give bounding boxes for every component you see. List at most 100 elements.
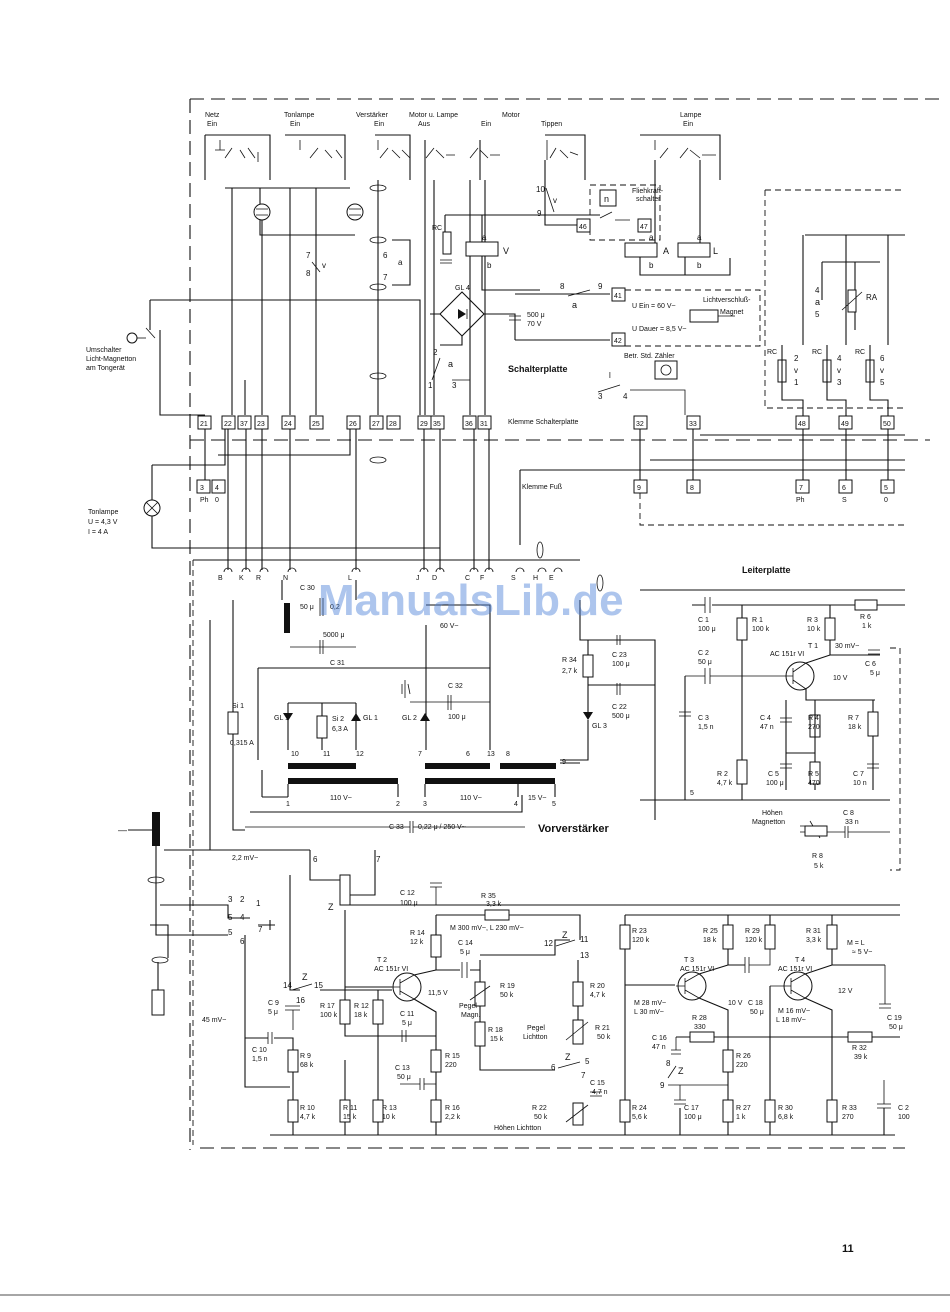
svg-text:8: 8 <box>506 751 510 758</box>
resistor-r5 <box>809 761 821 785</box>
motor-state: Ein <box>481 121 491 128</box>
svg-text:30 mV~: 30 mV~ <box>835 643 859 650</box>
svg-text:110 V~: 110 V~ <box>460 795 482 802</box>
svg-text:0: 0 <box>884 497 888 504</box>
resistor-r26 <box>722 1049 734 1073</box>
terminal-24: 24 <box>281 415 296 430</box>
svg-text:Ph: Ph <box>200 497 209 504</box>
svg-text:42: 42 <box>614 338 622 345</box>
relay-z-coil <box>339 874 351 906</box>
svg-text:7: 7 <box>376 855 381 864</box>
svg-text:R 3: R 3 <box>807 617 818 624</box>
svg-text:C 30: C 30 <box>300 585 315 592</box>
svg-text:6: 6 <box>313 855 318 864</box>
svg-text:12 V: 12 V <box>838 988 853 995</box>
svg-text:8: 8 <box>690 485 694 492</box>
svg-text:15 k: 15 k <box>490 1036 504 1043</box>
svg-text:R 4: R 4 <box>808 715 819 722</box>
ra-relay-block: 4 a 5 RA RC RC RC 2v1 4v3 6v5 <box>764 189 905 416</box>
terminal-33: 33 <box>686 415 701 430</box>
svg-text:2: 2 <box>240 895 245 904</box>
svg-text:100 k: 100 k <box>752 626 770 633</box>
svg-text:5: 5 <box>884 485 888 492</box>
svg-text:9: 9 <box>537 209 542 218</box>
svg-text:15 V~: 15 V~ <box>528 795 547 802</box>
svg-text:R 16: R 16 <box>445 1105 460 1112</box>
svg-text:10 n: 10 n <box>853 780 867 787</box>
svg-text:Magnetton: Magnetton <box>752 819 785 826</box>
svg-text:Tonlampe: Tonlampe <box>88 509 118 516</box>
resistor-r10 <box>287 1099 299 1123</box>
potentiometer-r21 <box>572 1019 584 1045</box>
resistor-r20 <box>572 981 584 1007</box>
svg-text:Umschalter: Umschalter <box>86 347 122 354</box>
svg-text:5000 μ: 5000 μ <box>323 632 345 639</box>
svg-text:am Tongerät: am Tongerät <box>86 365 125 372</box>
svg-text:GL 4: GL 4 <box>455 285 470 292</box>
svg-text:4: 4 <box>215 485 219 492</box>
leiterplatte-block: Leiterplatte C 1 100 μ R 1 100 k R 3 10 … <box>640 565 905 871</box>
svg-text:RC: RC <box>855 349 865 356</box>
svg-text:33 n: 33 n <box>845 819 859 826</box>
svg-text:11: 11 <box>580 935 589 944</box>
terminal-25: 25 <box>309 415 324 430</box>
svg-text:R 20: R 20 <box>590 983 605 990</box>
svg-text:R 6: R 6 <box>860 614 871 621</box>
svg-text:R 29: R 29 <box>745 928 760 935</box>
svg-text:25: 25 <box>312 421 320 428</box>
svg-text:28: 28 <box>389 421 397 428</box>
svg-text:R 25: R 25 <box>703 928 718 935</box>
svg-text:500 μ: 500 μ <box>527 312 545 319</box>
svg-text:6: 6 <box>551 1063 556 1072</box>
svg-text:1 k: 1 k <box>862 623 872 630</box>
svg-text:120 k: 120 k <box>632 937 650 944</box>
svg-text:RC: RC <box>767 349 777 356</box>
svg-text:4,7 k: 4,7 k <box>300 1114 316 1121</box>
svg-text:5,6 k: 5,6 k <box>632 1114 648 1121</box>
switch-contacts <box>204 134 721 180</box>
svg-text:D: D <box>432 575 437 582</box>
terminal-50: 50 <box>880 415 895 430</box>
svg-text:50 μ: 50 μ <box>300 604 314 611</box>
svg-text:Vorverstärker: Vorverstärker <box>538 823 609 835</box>
svg-text:a: a <box>398 258 403 267</box>
svg-text:4,7 k: 4,7 k <box>717 780 733 787</box>
svg-text:schalter: schalter <box>636 196 661 203</box>
svg-text:T 4: T 4 <box>795 957 805 964</box>
svg-text:4,7 k: 4,7 k <box>590 992 606 999</box>
svg-text:C 17: C 17 <box>684 1105 699 1112</box>
svg-text:5: 5 <box>228 928 233 937</box>
svg-text:2,7 k: 2,7 k <box>562 668 578 675</box>
svg-text:10 V: 10 V <box>728 1000 743 1007</box>
svg-text:Betr. Std. Zähler: Betr. Std. Zähler <box>624 353 675 360</box>
svg-text:3,3 k: 3,3 k <box>486 901 502 908</box>
level-controls: 12 Z 11 13 R 19 50 k Pegel Magn. R 18 15… <box>459 930 611 1132</box>
svg-text:33: 33 <box>689 421 697 428</box>
svg-text:4: 4 <box>815 286 820 295</box>
resistor-r28 <box>689 1031 715 1043</box>
svg-text:5 μ: 5 μ <box>870 670 880 677</box>
svg-text:Z: Z <box>565 1052 571 1062</box>
svg-text:0,315 A: 0,315 A <box>230 740 254 747</box>
svg-text:n: n <box>604 194 609 204</box>
netz-label: Netz <box>205 112 220 119</box>
connector-icon <box>126 332 138 344</box>
svg-text:R 13: R 13 <box>382 1105 397 1112</box>
svg-text:0,22 μ / 250 V~: 0,22 μ / 250 V~ <box>418 824 466 831</box>
svg-text:110 V~: 110 V~ <box>330 795 352 802</box>
svg-text:v: v <box>794 366 798 375</box>
svg-text:Ph: Ph <box>796 497 805 504</box>
resistor-r1 <box>736 617 748 641</box>
svg-text:47 n: 47 n <box>652 1044 666 1051</box>
terminal-21: 21 <box>197 415 212 430</box>
svg-text:7: 7 <box>581 1071 586 1080</box>
svg-text:11,5 V: 11,5 V <box>428 990 448 997</box>
svg-text:6: 6 <box>842 485 846 492</box>
svg-text:M 300 mV~, L 230 mV~: M 300 mV~, L 230 mV~ <box>450 925 524 932</box>
svg-text:V: V <box>503 246 509 256</box>
svg-text:b: b <box>487 261 492 270</box>
svg-text:C 16: C 16 <box>652 1035 667 1042</box>
svg-text:C 15: C 15 <box>590 1080 605 1087</box>
relay-v-coil <box>465 241 499 257</box>
terminal-fuss-3: 3 <box>196 479 211 494</box>
